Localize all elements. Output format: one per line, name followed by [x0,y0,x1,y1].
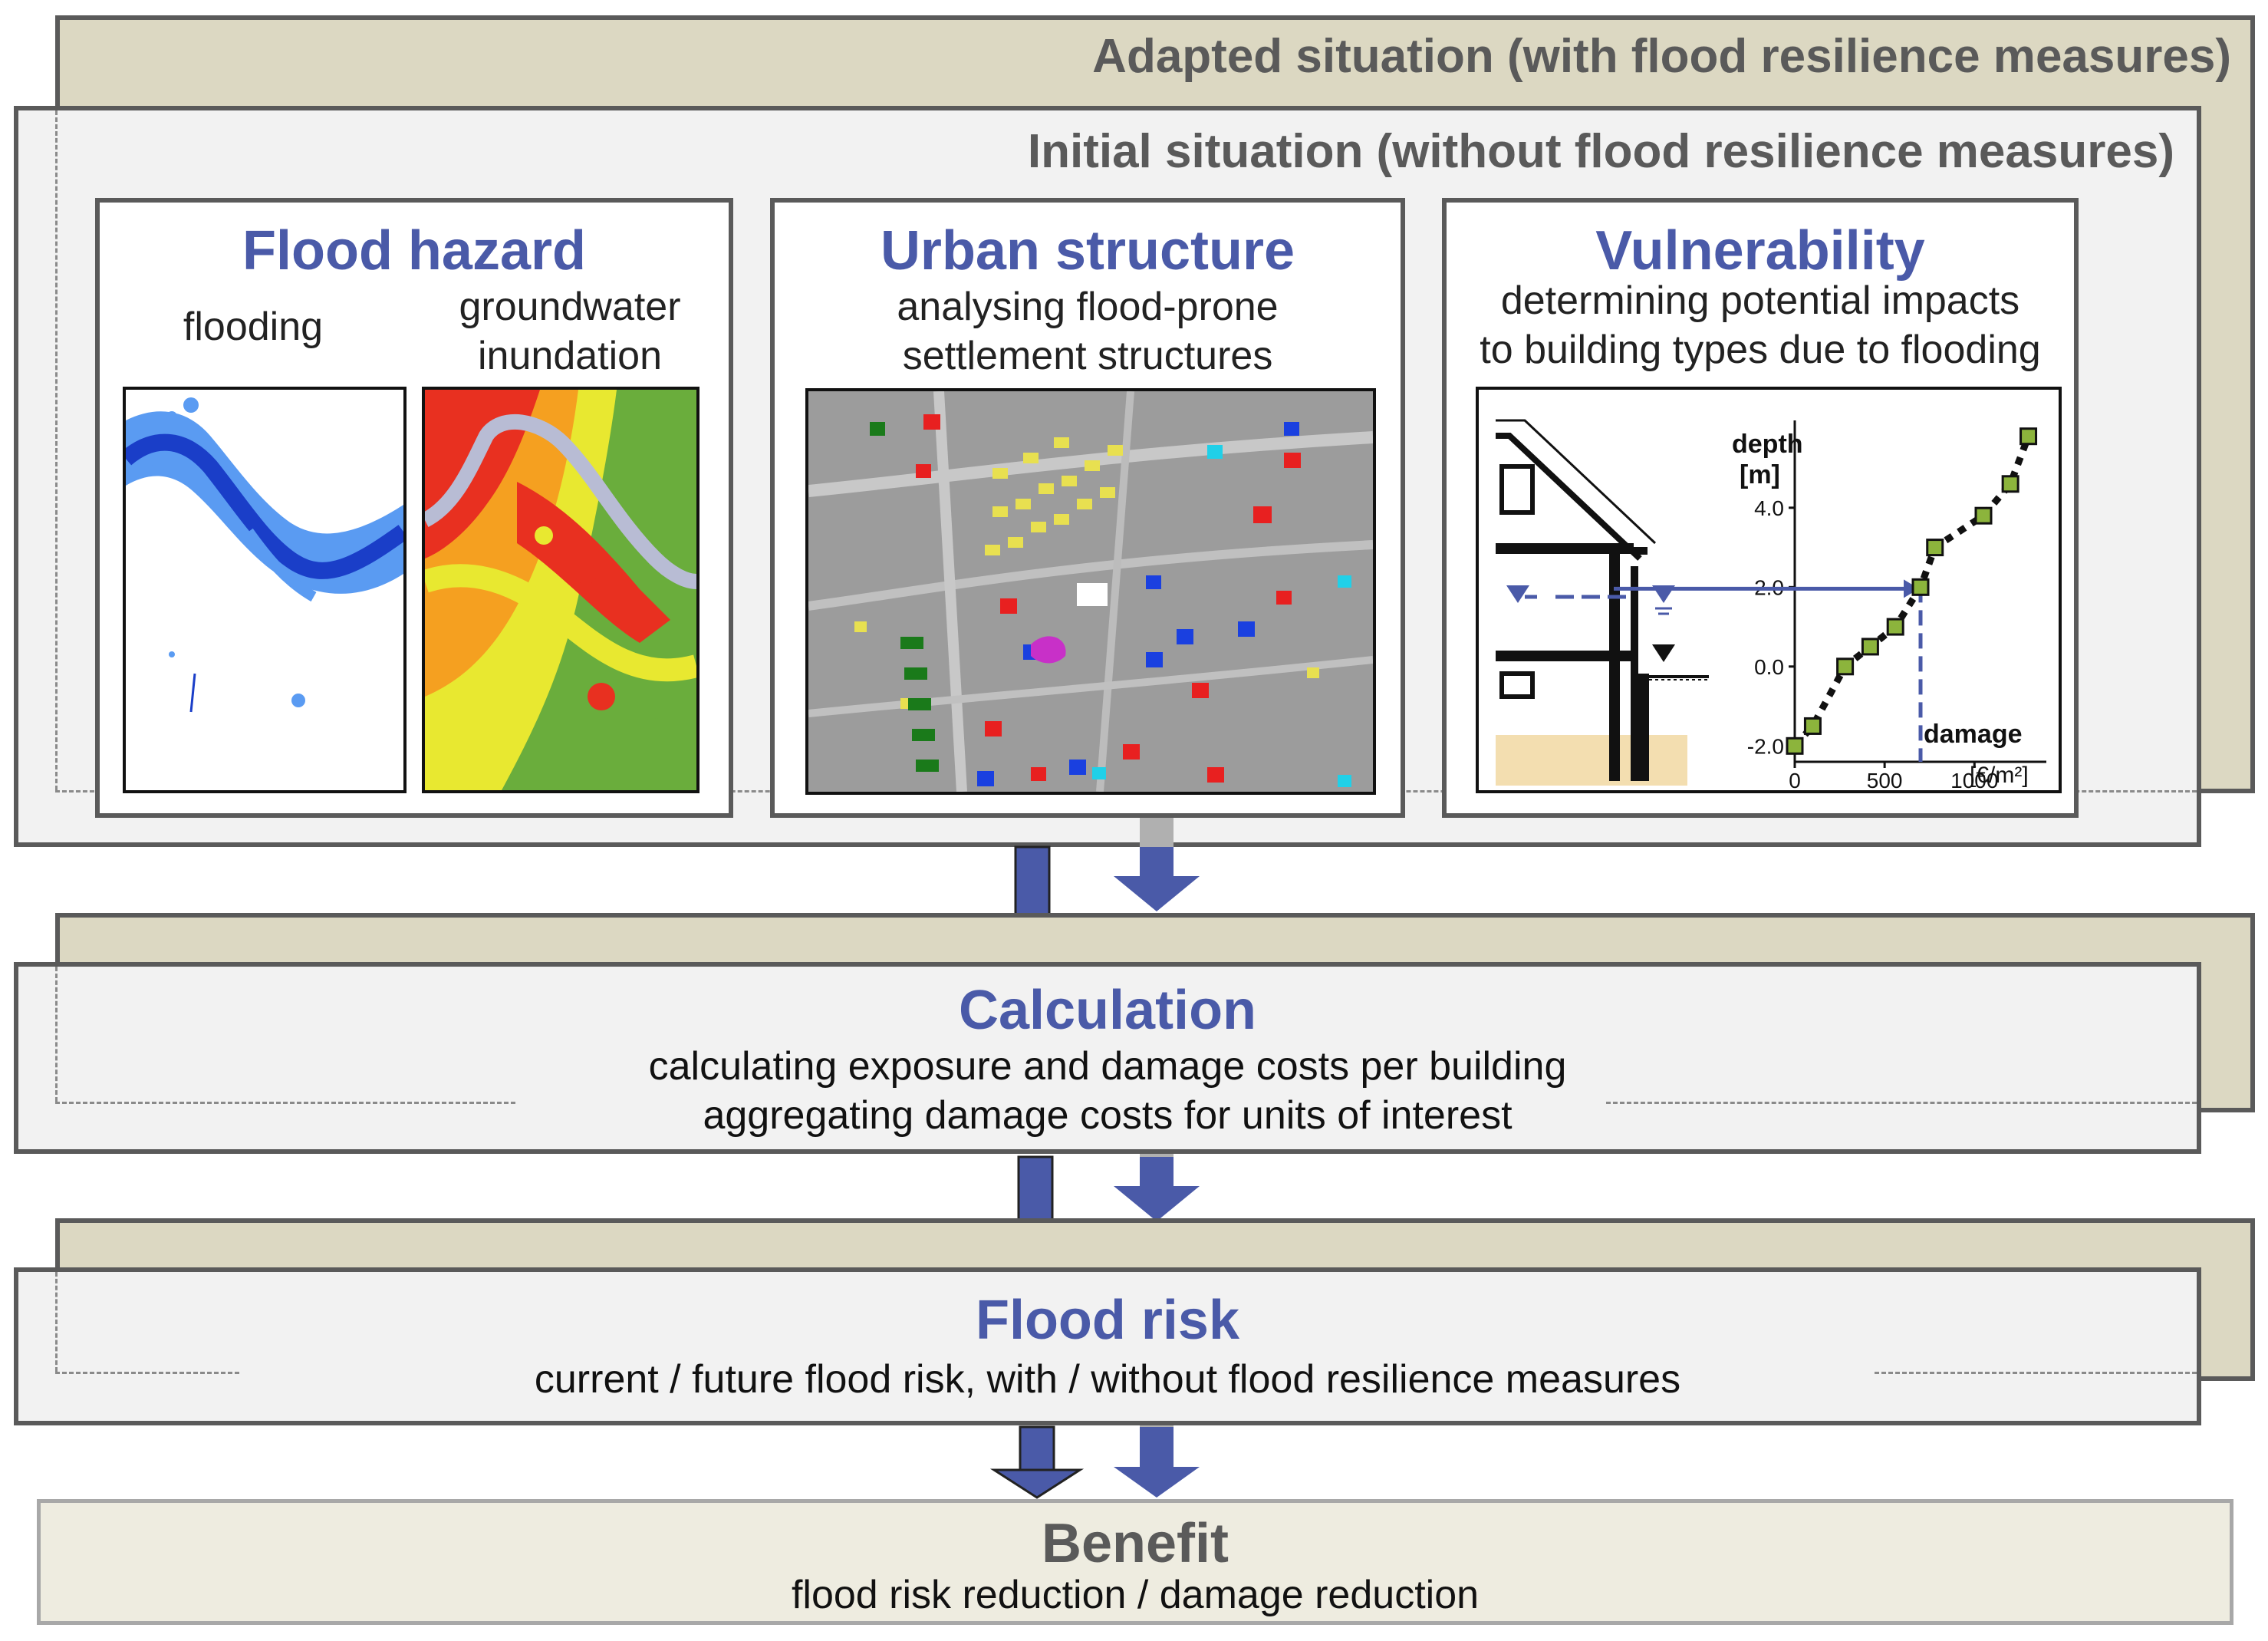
flood-hazard-title: Flood hazard [242,220,586,282]
floodrisk-box: Flood risk current / future flood risk, … [14,1267,2201,1425]
benefit-title: Benefit [1041,1513,1229,1574]
vulnerability-line1: determining potential impacts [1500,278,2020,323]
depth-damage-curve [1792,435,2032,749]
depth-damage-point [1974,506,1993,525]
chart-y-tick-label: 4.0 [1754,496,1784,520]
groundwater-map [422,387,699,793]
chart-xunit: [€/m²] [1970,763,2029,788]
adapted-situation-title: Adapted situation (with flood resilience… [1092,30,2231,83]
urban-structure-panel: Urban structure analysing flood-prone se… [770,198,1405,818]
chart-x-tick-label: 500 [1867,769,1903,790]
flood-hazard-panel: Flood hazard flooding groundwater inunda… [95,198,733,818]
benefit-line1: flood risk reduction / damage reduction [791,1573,1480,1617]
calculation-line1: calculating exposure and damage costs pe… [648,1044,1567,1089]
depth-damage-point [1886,618,1904,636]
depth-damage-point [1911,578,1930,596]
groundwater-label-line2: inundation [478,334,662,378]
depth-damage-point [1803,717,1822,735]
floodrisk-dashed-left-bottom [55,1372,239,1374]
flooding-map [123,387,407,793]
calculation-dashed-left [55,967,58,1102]
chart-x-tick-label: 1000 [1950,769,1998,790]
depth-damage-point [1786,736,1804,755]
vulnerability-line2: to building types due to flooding [1480,328,2041,372]
depth-damage-point [2001,475,2019,493]
settlement-map-graphic [808,391,1373,792]
depth-damage-point [2019,427,2038,446]
floodrisk-title: Flood risk [975,1290,1240,1351]
benefit-box: Benefit flood risk reduction / damage re… [37,1499,2233,1625]
calculation-box: Calculation calculating exposure and dam… [14,962,2201,1154]
arrow-adapted-to-calculation [1114,818,1200,911]
initial-situation-title: Initial situation (without flood resilie… [1027,125,2174,178]
calculation-line2: aggregating damage costs for units of in… [703,1093,1513,1138]
depth-damage-point [1836,657,1855,676]
water-level-arrowhead [1904,579,1919,598]
chart-x-tick-label: 0 [1789,769,1801,790]
floodrisk-dashed-left [55,1272,58,1372]
flooding-label: flooding [183,305,324,349]
vulnerability-panel: Vulnerability determining potential impa… [1442,198,2079,818]
chart-y-tick-label: 0.0 [1754,655,1784,679]
flooding-map-graphic [126,397,403,713]
chart-y-tick-label: -2.0 [1747,734,1784,758]
vulnerability-title: Vulnerability [1595,220,1925,282]
chart-xlabel: damage [1924,720,2023,749]
chart-ylabel-line1: depth [1732,430,1803,459]
adapted-dashed-edge [55,110,58,790]
calculation-title: Calculation [958,980,1257,1041]
floodrisk-line1: current / future flood risk, with / with… [534,1357,1681,1402]
calculation-dashed-left-bottom [55,1102,515,1104]
arrow-floodrisk-to-benefit [989,1425,1085,1499]
urban-structure-line2: settlement structures [902,334,1273,378]
calculation-dashed-right-bottom [1606,1102,2197,1104]
urban-structure-line1: analysing flood-prone [897,285,1279,329]
depth-damage-point [1861,638,1879,656]
groundwater-label-line1: groundwater [459,285,681,329]
settlement-aerial-map [805,388,1376,795]
groundwater-map-graphic [425,390,696,790]
depth-damage-point [1926,539,1944,557]
floodrisk-dashed-right-bottom [1875,1372,2197,1374]
urban-structure-title: Urban structure [880,220,1295,282]
chart-ylabel-line2: [m] [1740,460,1780,489]
